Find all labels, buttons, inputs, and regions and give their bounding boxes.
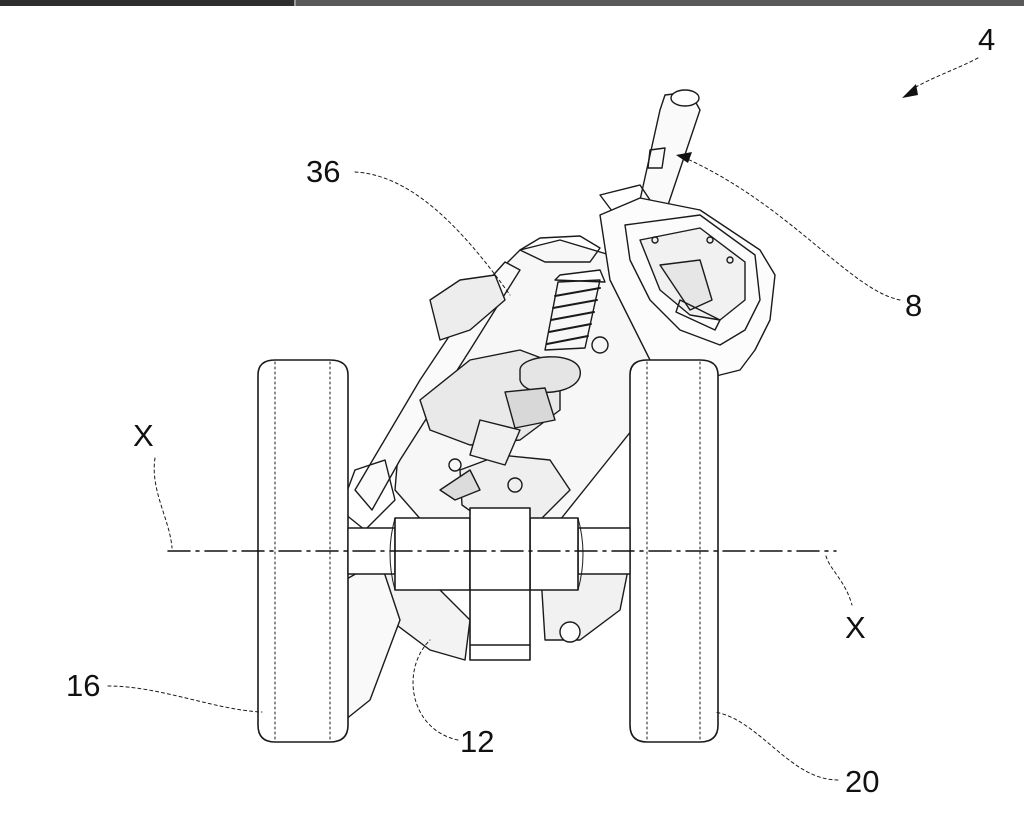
leader-8 xyxy=(684,157,901,301)
axle-hub xyxy=(347,507,631,661)
arrowheads xyxy=(676,84,918,163)
axis-label-x-left: X xyxy=(133,418,154,453)
tilt-axis xyxy=(153,457,853,606)
reference-label-16: 16 xyxy=(66,668,101,703)
reference-label-12: 12 xyxy=(460,724,495,759)
front-wheel-left xyxy=(257,359,349,743)
arrowhead-4 xyxy=(902,84,918,98)
leader-16 xyxy=(107,685,263,713)
leader-20 xyxy=(714,711,839,781)
reference-label-20: 20 xyxy=(845,764,880,799)
window-top-bar xyxy=(0,0,1024,6)
axis-label-x-right: X xyxy=(845,610,866,645)
reference-label-36: 36 xyxy=(306,154,341,189)
suspension-spring xyxy=(469,269,606,466)
window-tab-separator xyxy=(294,0,296,6)
steering-column xyxy=(599,89,701,216)
handlebar-cockpit xyxy=(599,197,776,381)
leader-36 xyxy=(354,171,511,296)
window-tab-region xyxy=(0,0,296,6)
reference-label-4: 4 xyxy=(978,22,996,57)
reference-label-8: 8 xyxy=(905,288,923,323)
front-wheel-right xyxy=(629,359,719,743)
leader-4 xyxy=(907,57,979,93)
arrowhead-8 xyxy=(676,152,692,163)
